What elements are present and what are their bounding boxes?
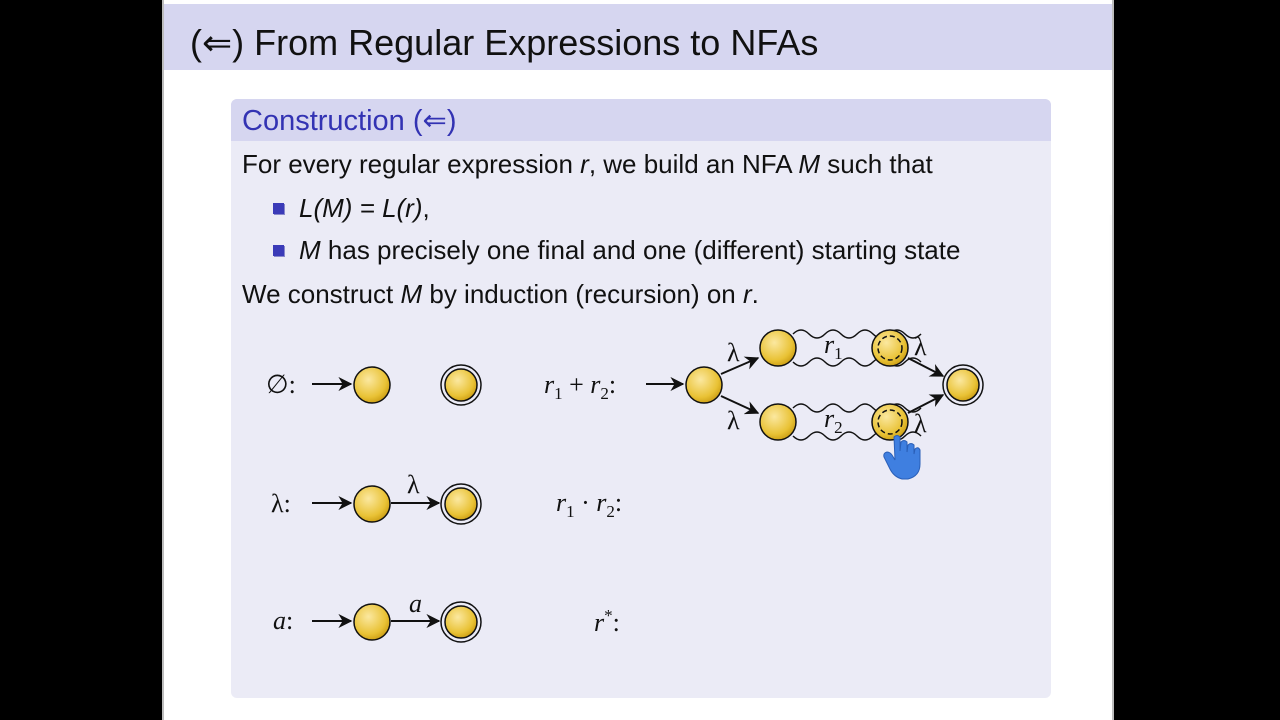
bullet-math: L(M) = L(r) [299, 193, 423, 223]
star-sup: * [604, 606, 613, 625]
union-start-state [685, 366, 723, 404]
r2-start-state [759, 403, 797, 441]
closing-post: . [751, 279, 759, 309]
lambda-edge-label: λ [407, 470, 420, 499]
final-state [444, 605, 478, 639]
bullet-var-M: M [299, 235, 321, 265]
block-title: Construction (⇐) [242, 105, 457, 137]
union-colon: : [609, 370, 616, 399]
start-state [353, 485, 391, 523]
union-edge-label: λ [727, 406, 740, 435]
block-title-bar: Construction (⇐) [231, 99, 1051, 141]
intro-var-M: M [798, 149, 821, 179]
bullet-states: M has precisely one final and one (diffe… [299, 235, 960, 266]
union-final-ring [942, 364, 984, 406]
r2-sub: 2 [834, 418, 843, 437]
case-concat-label: r1 · r2: [556, 488, 622, 521]
case-union-label: r1 + r2: [544, 370, 616, 403]
hand-cursor-icon [883, 435, 921, 480]
r2-branch-label: r2 [824, 404, 843, 437]
union-sub2: 2 [600, 384, 609, 403]
side-shadow [1109, 215, 1112, 515]
concat-r2: r [596, 488, 607, 517]
concat-sub2: 2 [606, 502, 615, 521]
case-empty-set-label: ∅: [266, 370, 296, 399]
union-lower-lambda-out [907, 394, 945, 414]
closing-line: We construct M by induction (recursion) … [242, 279, 759, 310]
final-state-ring [440, 483, 482, 525]
start-state [353, 603, 391, 641]
slide-title: (⇐) From Regular Expressions to NFAs [190, 22, 819, 63]
bullet-icon [273, 245, 284, 256]
bullet-text: has precisely one final and one (differe… [320, 235, 961, 265]
final-state [444, 368, 478, 402]
concat-sub1: 1 [566, 502, 575, 521]
case-symbol-var: a [273, 606, 286, 635]
closing-var-r: r [742, 279, 752, 309]
nfa-construction-diagram: ∅: λ: λ a: a r1 + r2: [266, 329, 984, 643]
r1-sub: 1 [834, 344, 843, 363]
r1-start-state [759, 329, 797, 367]
case-star-label: r*: [594, 606, 620, 637]
union-upper-lambda-in [720, 356, 760, 375]
bullet-tail: , [422, 193, 430, 223]
intro-post: such that [820, 149, 933, 179]
r2-final-dashed-ring [877, 409, 903, 435]
r1-var: r [824, 330, 835, 359]
case-lambda-label: λ: [271, 489, 291, 518]
bullet-language-equality: L(M) = L(r), [299, 193, 430, 224]
final-state [444, 487, 478, 521]
symbol-edge-label: a [409, 589, 422, 618]
star-colon: : [613, 608, 620, 637]
closing-var-M: M [400, 279, 423, 309]
concat-colon: : [615, 488, 622, 517]
union-r2: r [590, 370, 601, 399]
r1-final-dashed-ring [877, 335, 903, 361]
closing-mid: by induction (recursion) on [422, 279, 743, 309]
slide: (⇐) From Regular Expressions to NFAs Con… [162, 0, 1114, 720]
construction-block: Construction (⇐) For every regular expre… [231, 99, 1051, 698]
concat-r1: r [556, 488, 567, 517]
slide-header: (⇐) From Regular Expressions to NFAs [164, 4, 1112, 70]
star-var: r [594, 608, 605, 637]
intro-line: For every regular expression r, we build… [242, 149, 933, 180]
union-edge-label: λ [914, 332, 927, 361]
r1-branch-label: r1 [824, 330, 843, 363]
union-lower-lambda-in [720, 395, 760, 415]
case-symbol-colon: : [286, 606, 293, 635]
r1-wavy-top [792, 329, 922, 339]
union-upper-lambda-out [907, 357, 945, 377]
case-symbol-label: a: [273, 606, 293, 635]
r2-var: r [824, 404, 835, 433]
r1-wavy-bottom [792, 357, 922, 367]
closing-pre: We construct [242, 279, 401, 309]
final-state-ring [440, 601, 482, 643]
intro-var-r: r [580, 149, 589, 179]
concat-dot: · [575, 488, 597, 517]
final-state-ring [440, 364, 482, 406]
union-edge-label: λ [914, 409, 927, 438]
union-edge-label: λ [727, 338, 740, 367]
r2-wavy-top [792, 403, 922, 413]
start-state [353, 366, 391, 404]
union-r1: r [544, 370, 555, 399]
union-plus: + [563, 370, 591, 399]
bullet-icon [273, 203, 284, 214]
intro-mid: , we build an NFA [588, 149, 799, 179]
cursor-shape [883, 435, 921, 480]
union-sub1: 1 [554, 384, 563, 403]
union-final-state [946, 368, 980, 402]
intro-pre: For every regular expression [242, 149, 581, 179]
